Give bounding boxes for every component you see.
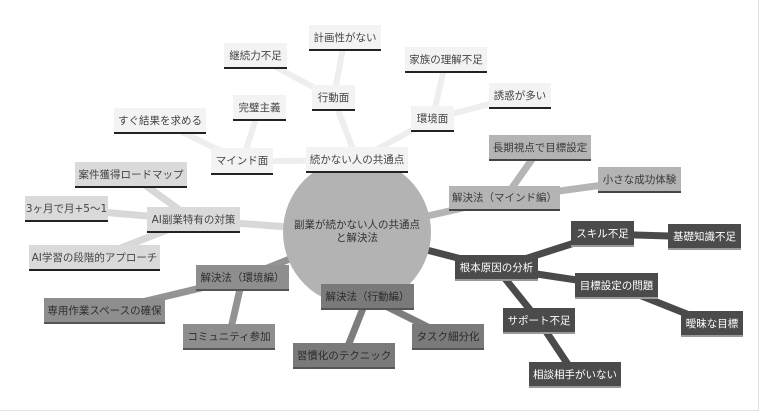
node-label: 継続力不足	[229, 49, 282, 62]
node-solact[interactable]: 解決法（行動編）	[321, 284, 414, 310]
node-label: マインド面	[215, 155, 269, 167]
node-label: スキル不足	[576, 227, 629, 240]
node-label: 小さな成功体験	[602, 173, 677, 186]
node-mind[interactable]: マインド面	[211, 148, 273, 175]
node-tempt[interactable]: 誘惑が多い	[489, 83, 551, 109]
node-support[interactable]: サポート不足	[503, 308, 575, 334]
node-action[interactable]: 行動面	[312, 85, 355, 111]
node-label: 3ヶ月で月+5〜1	[25, 202, 108, 215]
node-plan[interactable]: 計画性がない	[309, 25, 381, 51]
node-family[interactable]: 家族の理解不足	[405, 47, 487, 73]
node-label: 完璧主義	[238, 101, 281, 114]
node-roadmap[interactable]: 案件獲得ロードマップ	[75, 162, 187, 188]
node-longterm[interactable]: 長期視点で目標設定	[489, 135, 591, 161]
node-label: 誘惑が多い	[493, 89, 547, 102]
node-habit[interactable]: 習慣化のテクニック	[293, 343, 395, 369]
node-label: 続かない人の共通点	[309, 153, 405, 166]
central-topic-line2: と解決法	[336, 232, 378, 244]
node-label: 曖昧な目標	[685, 317, 739, 330]
node-label: 案件獲得ロードマップ	[78, 168, 184, 181]
node-label: 専用作業スペースの確保	[47, 304, 162, 317]
node-label: タスク細分化	[416, 330, 480, 343]
node-label: 長期視点で目標設定	[492, 141, 588, 154]
node-goal[interactable]: 目標設定の問題	[575, 273, 658, 299]
node-label: 計画性がない	[313, 31, 377, 44]
node-solmind[interactable]: 解決法（マインド編）	[449, 186, 560, 211]
node-small[interactable]: 小さな成功体験	[598, 167, 681, 193]
node-label: AI副業特有の対策	[151, 213, 236, 226]
node-step[interactable]: AI学習の段階的アプローチ	[29, 245, 160, 271]
node-label: すぐ結果を求める	[118, 114, 202, 127]
node-rootc[interactable]: 根本原因の分析	[455, 255, 538, 281]
node-solenv[interactable]: 解決法（環境編）	[196, 265, 289, 291]
node-ai[interactable]: AI副業特有の対策	[147, 207, 240, 233]
node-vague[interactable]: 曖昧な目標	[681, 311, 743, 337]
node-perfect[interactable]: 完璧主義	[233, 95, 286, 121]
node-persist[interactable]: 継続力不足	[224, 43, 287, 69]
node-label: 行動面	[317, 91, 350, 104]
node-nobody[interactable]: 相談相手がいない	[529, 362, 621, 388]
node-quick[interactable]: すぐ結果を求める	[114, 108, 206, 134]
central-topic-node[interactable]: 副業が続かない人の共通点 と解決法	[283, 158, 431, 306]
node-month[interactable]: 3ヶ月で月+5〜1	[25, 196, 108, 222]
central-topic-line1: 副業が続かない人の共通点	[294, 219, 420, 232]
node-label: コミュニティ参加	[187, 330, 271, 343]
node-label: AI学習の段階的アプローチ	[31, 251, 158, 264]
node-community[interactable]: コミュニティ参加	[183, 324, 275, 350]
node-label: 基礎知識不足	[673, 230, 736, 243]
node-task[interactable]: タスク細分化	[412, 324, 484, 350]
node-label: 根本原因の分析	[459, 261, 534, 274]
node-common[interactable]: 続かない人の共通点	[306, 147, 408, 173]
node-space[interactable]: 専用作業スペースの確保	[44, 298, 165, 324]
node-label: 相談相手がいない	[533, 368, 617, 381]
node-label: 家族の理解不足	[409, 53, 483, 66]
node-skill[interactable]: スキル不足	[571, 221, 634, 247]
node-label: 習慣化のテクニック	[296, 349, 392, 362]
node-label: 解決法（環境編）	[200, 271, 285, 284]
node-label: 解決法（行動編）	[325, 290, 410, 303]
node-label: 環境面	[416, 112, 449, 125]
node-label: サポート不足	[507, 314, 571, 327]
node-basic[interactable]: 基礎知識不足	[668, 224, 741, 250]
node-label: 解決法（マインド編）	[452, 192, 557, 204]
node-envf[interactable]: 環境面	[411, 106, 454, 132]
node-label: 目標設定の問題	[579, 279, 654, 292]
